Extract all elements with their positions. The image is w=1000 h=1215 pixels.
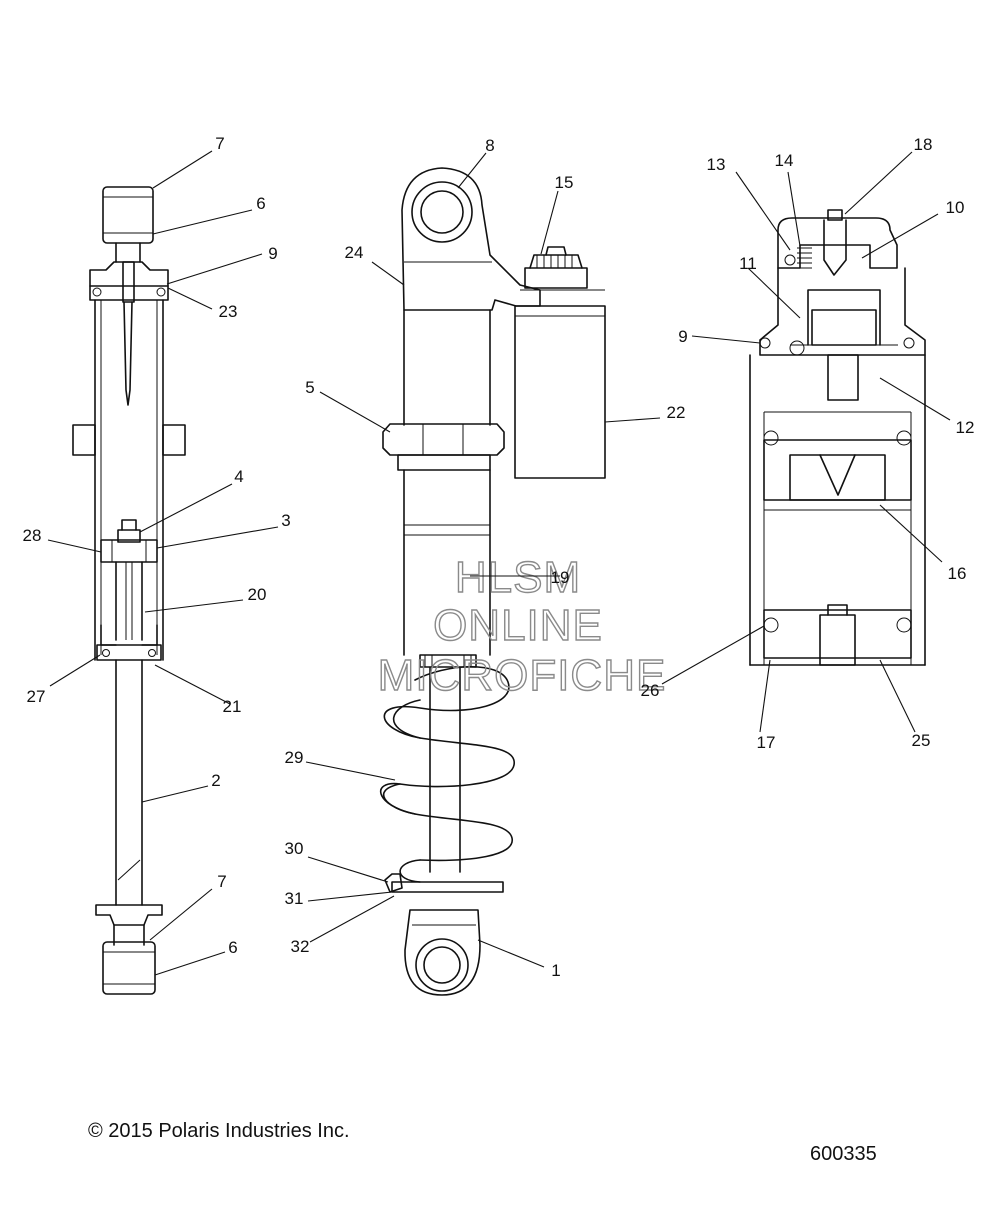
callout-26: 26 — [641, 681, 660, 700]
callout-9-right: 9 — [678, 327, 687, 346]
callout-23: 23 — [219, 302, 238, 321]
callout-11: 11 — [739, 254, 757, 273]
callout-28: 28 — [23, 526, 42, 545]
callout-6-bottom: 6 — [228, 938, 237, 957]
figure-number: 600335 — [810, 1143, 877, 1165]
callout-30: 30 — [285, 839, 304, 858]
callout-31: 31 — [285, 889, 304, 908]
callout-15: 15 — [555, 173, 574, 192]
watermark-line-1: HLSM — [455, 553, 581, 602]
callout-3: 3 — [281, 511, 290, 530]
footer: © 2015 Polaris Industries Inc. 600335 — [88, 1120, 877, 1165]
leader-lines — [47, 150, 951, 976]
watermark-line-2: ONLINE — [433, 601, 603, 650]
callout-9-left: 9 — [268, 244, 277, 263]
shock-assembled-view — [380, 167, 606, 996]
callout-13: 13 — [707, 155, 726, 174]
callout-22: 22 — [667, 403, 686, 422]
callout-29: 29 — [285, 748, 304, 767]
copyright-text: © 2015 Polaris Industries Inc. — [88, 1120, 350, 1142]
callout-8: 8 — [485, 136, 494, 155]
callout-19: 19 — [551, 568, 570, 587]
callout-5: 5 — [305, 378, 314, 397]
callout-17: 17 — [757, 733, 776, 752]
watermark-line-3: MICROFICHE — [378, 651, 667, 700]
callout-numbers: 7 6 9 23 4 3 28 20 21 27 2 7 6 8 15 24 5… — [23, 134, 975, 980]
callout-27: 27 — [27, 687, 46, 706]
callout-25: 25 — [912, 731, 931, 750]
callout-4: 4 — [234, 467, 243, 486]
callout-18: 18 — [914, 135, 933, 154]
callout-16: 16 — [948, 564, 967, 583]
callout-1: 1 — [551, 961, 560, 980]
callout-12: 12 — [956, 418, 975, 437]
callout-6-top: 6 — [256, 194, 265, 213]
callout-2: 2 — [211, 771, 220, 790]
callout-7-bottom: 7 — [217, 872, 226, 891]
callout-7-top: 7 — [215, 134, 224, 153]
shock-cross-section — [72, 186, 186, 995]
callout-20: 20 — [248, 585, 267, 604]
watermark: HLSM ONLINE MICROFICHE — [377, 552, 667, 700]
callout-10: 10 — [946, 198, 965, 217]
callout-21: 21 — [223, 697, 242, 716]
callout-32: 32 — [291, 937, 310, 956]
reservoir-cross-section — [749, 209, 926, 666]
callout-24: 24 — [345, 243, 364, 262]
callout-14: 14 — [775, 151, 794, 170]
